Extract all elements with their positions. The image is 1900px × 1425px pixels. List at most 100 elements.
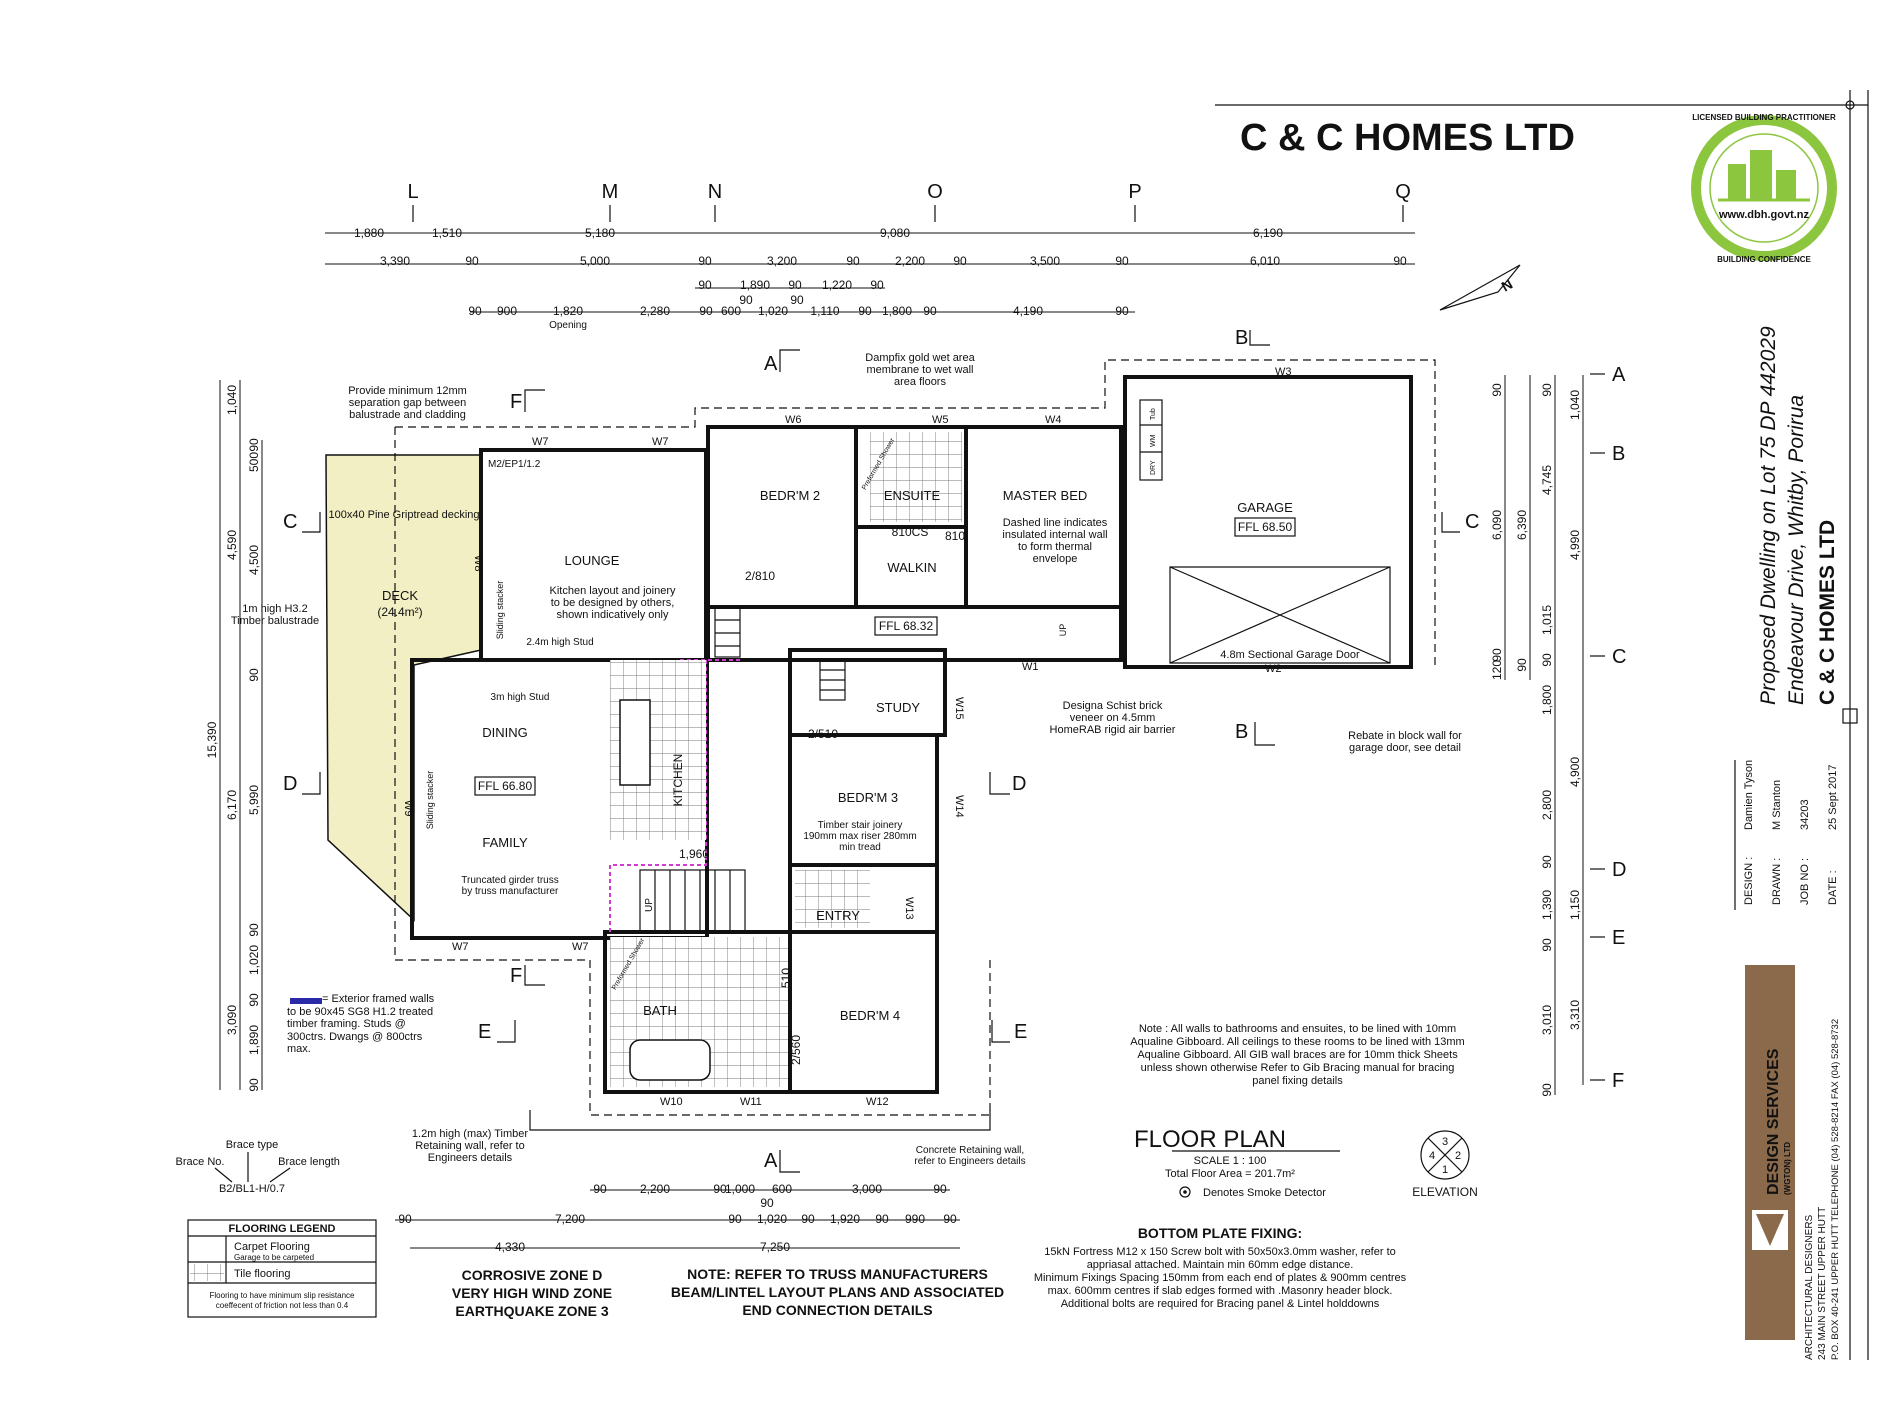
- note-exterior-framed: = Exterior framed walls to be 90x45 SG8 …: [287, 993, 435, 1055]
- svg-text:7,200: 7,200: [555, 1212, 585, 1226]
- brace-key: Brace type Brace No. Brace length B2/BL1…: [176, 1139, 340, 1195]
- svg-text:4,745: 4,745: [1540, 465, 1554, 495]
- note-kitchen: Kitchen layout and joinery to be designe…: [549, 585, 676, 621]
- svg-text:2/510: 2/510: [808, 727, 838, 741]
- svg-text:P: P: [1128, 181, 1141, 203]
- svg-text:90: 90: [698, 254, 712, 268]
- svg-text:90: 90: [1540, 938, 1554, 952]
- title-block: C & C HOMES LTD: [1215, 90, 1869, 1360]
- svg-text:W11: W11: [740, 1096, 762, 1108]
- svg-text:W9: W9: [402, 800, 414, 817]
- svg-text:FLOORING LEGEND: FLOORING LEGEND: [229, 1223, 336, 1235]
- svg-text:4,500: 4,500: [247, 545, 261, 575]
- svg-text:3,500: 3,500: [1030, 254, 1060, 268]
- svg-text:C: C: [1612, 646, 1626, 668]
- svg-text:90: 90: [1115, 304, 1129, 318]
- svg-text:1,820: 1,820: [553, 304, 583, 318]
- bottom-plate-fixing: BOTTOM PLATE FIXING: 15kN Fortress M12 x…: [1034, 1225, 1407, 1310]
- svg-text:DRY: DRY: [1150, 460, 1157, 475]
- note-separation: Provide minimum 12mm separation gap betw…: [348, 385, 467, 421]
- svg-text:E: E: [1612, 927, 1625, 949]
- svg-text:DRAWN :: DRAWN :: [1771, 858, 1783, 905]
- svg-text:1,920: 1,920: [830, 1212, 860, 1226]
- room-master: MASTER BED: [1003, 488, 1088, 503]
- room-lounge: LOUNGE: [565, 553, 620, 568]
- svg-text:FFL 66.80: FFL 66.80: [478, 779, 533, 793]
- project-title: Proposed Dwelling on Lot 75 DP 442029 En…: [1757, 326, 1839, 705]
- svg-text:3,090: 3,090: [225, 1005, 239, 1035]
- svg-text:5,990: 5,990: [247, 785, 261, 815]
- svg-text:1,800: 1,800: [882, 304, 912, 318]
- svg-text:90: 90: [790, 293, 804, 307]
- svg-text:90: 90: [593, 1182, 607, 1196]
- svg-text:90: 90: [943, 1212, 957, 1226]
- svg-text:BOTTOM PLATE FIXING:: BOTTOM PLATE FIXING:: [1138, 1225, 1302, 1241]
- svg-text:600: 600: [772, 1182, 792, 1196]
- svg-text:4,330: 4,330: [495, 1240, 525, 1254]
- designer-name: DESIGN SERVICES: [1765, 1048, 1782, 1195]
- garage-door: 4.8m Sectional Garage Door: [1169, 566, 1391, 664]
- svg-text:25 Sept 2017: 25 Sept 2017: [1827, 765, 1839, 830]
- svg-text:D: D: [283, 773, 297, 795]
- svg-text:1,000: 1,000: [725, 1182, 755, 1196]
- svg-text:E: E: [478, 1021, 491, 1043]
- svg-text:90: 90: [465, 254, 479, 268]
- svg-text:EARTHQUAKE ZONE 3: EARTHQUAKE ZONE 3: [455, 1303, 608, 1319]
- svg-text:Sliding stacker: Sliding stacker: [495, 581, 505, 640]
- svg-text:6,170: 6,170: [225, 790, 239, 820]
- svg-text:W7: W7: [452, 941, 469, 953]
- svg-text:W1: W1: [1022, 661, 1039, 673]
- room-ensuite: ENSUITE: [884, 488, 941, 503]
- svg-text:1,880: 1,880: [354, 226, 384, 240]
- note-girder: Truncated girder truss by truss manufact…: [461, 875, 559, 897]
- svg-text:90: 90: [870, 278, 884, 292]
- room-bed3: BEDR'M 3: [838, 790, 898, 805]
- svg-text:Garage to be carpeted: Garage to be carpeted: [234, 1253, 314, 1262]
- company-title: C & C HOMES LTD: [1240, 117, 1575, 159]
- svg-text:1,510: 1,510: [432, 226, 462, 240]
- svg-text:Tile flooring: Tile flooring: [234, 1268, 290, 1280]
- svg-text:2,280: 2,280: [640, 304, 670, 318]
- svg-text:2,200: 2,200: [895, 254, 925, 268]
- svg-text:SCALE 1 : 100: SCALE 1 : 100: [1194, 1155, 1267, 1167]
- svg-text:4,190: 4,190: [1013, 304, 1043, 318]
- garage-door-label: 4.8m Sectional Garage Door: [1220, 649, 1360, 661]
- svg-text:Damien Tyson: Damien Tyson: [1743, 760, 1755, 830]
- svg-text:W15: W15: [953, 697, 965, 720]
- svg-text:DATE :: DATE :: [1827, 870, 1839, 905]
- svg-text:Minimum Fixings Spacing 150mm: Minimum Fixings Spacing 150mm from each …: [1034, 1272, 1407, 1284]
- svg-text:90: 90: [1115, 254, 1129, 268]
- svg-text:15kN Fortress M12 x 150 Screw: 15kN Fortress M12 x 150 Screw bolt with …: [1044, 1246, 1396, 1258]
- svg-text:90: 90: [247, 438, 261, 452]
- svg-text:Carpet Flooring: Carpet Flooring: [234, 1241, 310, 1253]
- svg-text:WM: WM: [1150, 434, 1157, 447]
- svg-text:A: A: [764, 1150, 778, 1172]
- svg-text:90: 90: [247, 993, 261, 1007]
- svg-text:90: 90: [739, 293, 753, 307]
- svg-text:Brace No.: Brace No.: [176, 1156, 225, 1168]
- notes: Provide minimum 12mm separation gap betw…: [231, 352, 1465, 1167]
- svg-text:2.4m high Stud: 2.4m high Stud: [526, 637, 593, 648]
- room-kitchen: KITCHEN: [671, 754, 685, 807]
- svg-text:7,250: 7,250: [760, 1240, 790, 1254]
- svg-text:1,020: 1,020: [758, 304, 788, 318]
- svg-text:Total Floor Area = 201.7m²: Total Floor Area = 201.7m²: [1165, 1168, 1295, 1180]
- svg-text:1,040: 1,040: [1568, 390, 1582, 420]
- badge-ring-text: LICENSED BUILDING PRACTITIONER: [1692, 113, 1836, 122]
- svg-text:Q: Q: [1395, 181, 1411, 203]
- svg-text:FFL 68.50: FFL 68.50: [1238, 520, 1293, 534]
- svg-text:510: 510: [779, 968, 793, 988]
- svg-text:W12: W12: [866, 1096, 889, 1108]
- badge-bottom-text: BUILDING CONFIDENCE: [1717, 255, 1811, 264]
- svg-text:coeffecent of friction not les: coeffecent of friction not less than 0.4: [216, 1301, 349, 1310]
- svg-text:90: 90: [247, 923, 261, 937]
- svg-text:1,960: 1,960: [679, 847, 709, 861]
- deck-label: DECK: [382, 588, 418, 603]
- svg-text:1,220: 1,220: [822, 278, 852, 292]
- svg-text:L: L: [407, 181, 418, 203]
- svg-text:90: 90: [1540, 653, 1554, 667]
- left-dimensions: 15,390 1,040 4,590 6,170 3,090 500 4,500…: [205, 380, 263, 1092]
- svg-text:W13: W13: [903, 897, 915, 920]
- room-walkin: WALKIN: [887, 560, 936, 575]
- svg-text:appriasal attached. Maintain m: appriasal attached. Maintain min 60mm ed…: [1087, 1259, 1354, 1271]
